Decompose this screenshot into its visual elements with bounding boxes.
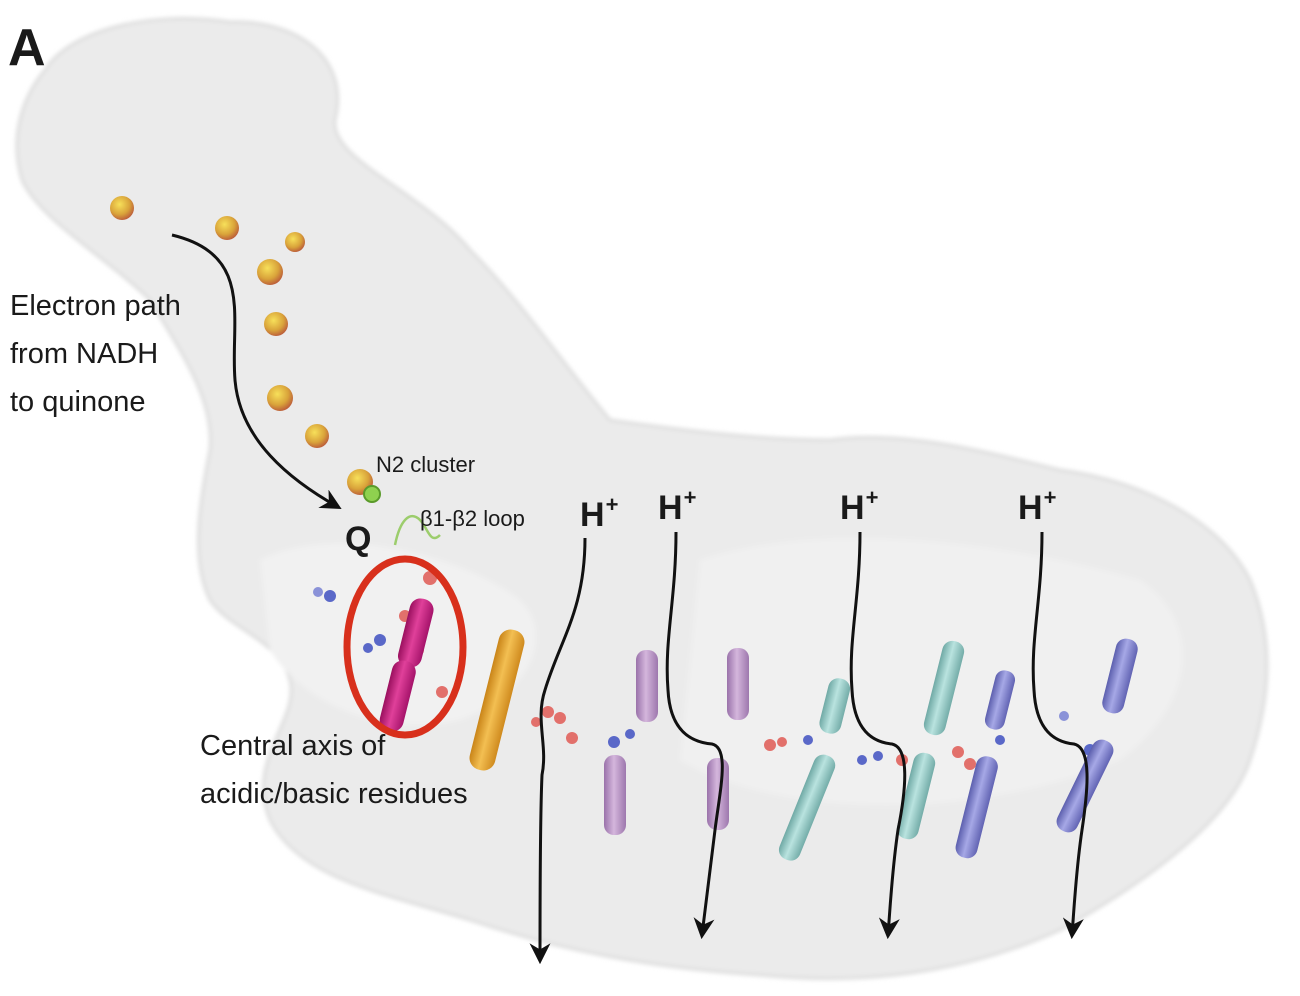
helix-magenta: [397, 598, 434, 668]
helix-teal: [819, 678, 851, 734]
proton-charge: +: [605, 492, 619, 517]
panel-label: A: [8, 19, 46, 77]
electron-path-label-line: to quinone: [10, 386, 146, 418]
proton-charge: +: [1043, 485, 1057, 510]
central-axis-label-line: Central axis of: [200, 730, 386, 762]
proton-label: H+: [658, 485, 696, 528]
electron-path-label-line: from NADH: [10, 338, 159, 370]
helix-blue: [984, 670, 1016, 730]
quinone-label: Q: [345, 520, 372, 558]
proton-symbol: H: [658, 489, 683, 527]
electron-path-label: Electron path from NADH to quinone: [10, 282, 181, 426]
helix-blue: [1102, 638, 1138, 714]
proton-arrow: [849, 531, 907, 940]
fes-cluster: [110, 196, 134, 220]
helix-orange: [469, 629, 525, 771]
helix-violet: [727, 648, 749, 720]
electron-path-arrow: [171, 233, 342, 510]
helix-teal: [896, 752, 936, 840]
protein-surface: [15, 17, 1269, 981]
central-axis-label-line: acidic/basic residues: [200, 778, 468, 810]
fes-cluster: [257, 259, 283, 285]
fes-cluster: [215, 216, 239, 240]
proton-label: H+: [580, 492, 618, 535]
helix-magenta: [379, 660, 416, 732]
helix-violet: [707, 758, 729, 830]
proton-arrow: [529, 537, 587, 965]
proton-arrow: [1031, 531, 1089, 940]
iron-sulfur-clusters: [110, 196, 381, 503]
proton-symbol: H: [580, 496, 605, 534]
proton-charge: +: [865, 485, 879, 510]
helix-blue: [1056, 739, 1114, 833]
n2-cluster-marker: [363, 485, 381, 503]
beta-loop: [393, 514, 441, 546]
n2-cluster-label: N2 cluster: [376, 452, 476, 477]
quinone-site-highlight: [343, 555, 467, 739]
fes-cluster: [285, 232, 305, 252]
fes-cluster: [264, 312, 288, 336]
beta-loop-label: β1-β2 loop: [420, 506, 525, 531]
proton-label: H+: [1018, 485, 1056, 528]
fes-cluster: [305, 424, 329, 448]
electron-path-label-line: Electron path: [10, 290, 181, 322]
central-axis-residues: [313, 571, 1096, 770]
helix-violet: [604, 755, 626, 835]
central-axis-label: Central axis of acidic/basic residues: [200, 722, 468, 818]
proton-symbol: H: [840, 489, 865, 527]
proton-path-arrows: [529, 531, 1089, 965]
transmembrane-helices: [379, 598, 1138, 861]
helix-teal: [923, 640, 965, 736]
helix-blue: [955, 756, 998, 859]
proton-label: H+: [840, 485, 878, 528]
proton-charge: +: [683, 485, 697, 510]
proton-arrow: [665, 531, 724, 940]
proton-symbol: H: [1018, 489, 1043, 527]
helix-violet: [636, 650, 658, 722]
fes-cluster: [267, 385, 293, 411]
helix-teal: [778, 754, 836, 861]
